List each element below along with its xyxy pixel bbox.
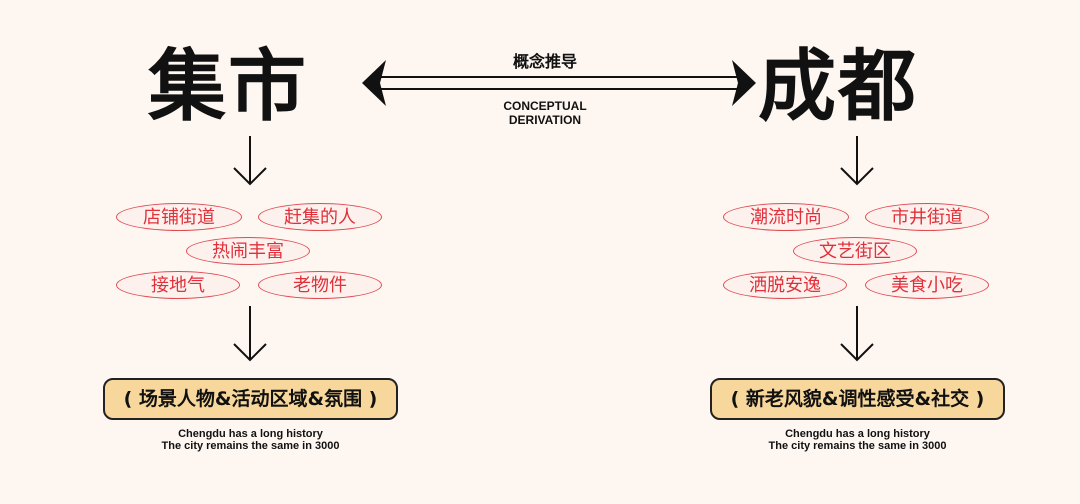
left-summary-box: ( 场景人物&活动区域&氛围 ) [103, 378, 398, 420]
left-caption-line1: Chengdu has a long history [178, 428, 323, 440]
left-tag: 老物件 [258, 271, 382, 299]
right-summary-box: ( 新老风貌&调性感受&社交 ) [710, 378, 1005, 420]
left-tag: 店铺街道 [116, 203, 242, 231]
concept-label-en: CONCEPTUAL DERIVATION [440, 99, 650, 127]
left-down-arrow-2 [233, 306, 267, 362]
right-tag: 文艺街区 [793, 237, 917, 265]
right-caption: Chengdu has a long history The city rema… [710, 428, 1005, 452]
arrow-head-right [732, 60, 756, 106]
concept-label-en-line2: DERIVATION [508, 113, 582, 127]
right-down-arrow-1 [840, 136, 874, 186]
left-title: 集市 [148, 41, 309, 132]
concept-label-en-line1: CONCEPTUAL [503, 99, 587, 113]
arrow-head-left [362, 60, 386, 106]
right-tag: 潮流时尚 [723, 203, 849, 231]
right-tag: 市井街道 [865, 203, 989, 231]
right-caption-line2: The city remains the same in 3000 [768, 440, 947, 452]
left-caption: Chengdu has a long history The city rema… [103, 428, 398, 452]
left-caption-line2: The city remains the same in 3000 [161, 440, 340, 452]
right-tag: 美食小吃 [865, 271, 989, 299]
left-tag: 赶集的人 [258, 203, 382, 231]
double-arrow [362, 60, 756, 106]
right-down-arrow-2 [840, 306, 874, 362]
right-caption-line1: Chengdu has a long history [785, 428, 930, 440]
left-tag: 接地气 [116, 271, 240, 299]
concept-label-cn: 概念推导 [512, 52, 577, 71]
left-down-arrow-1 [233, 136, 267, 186]
right-title: 成都 [758, 41, 919, 132]
right-tag: 洒脱安逸 [723, 271, 847, 299]
left-tag: 热闹丰富 [186, 237, 310, 265]
